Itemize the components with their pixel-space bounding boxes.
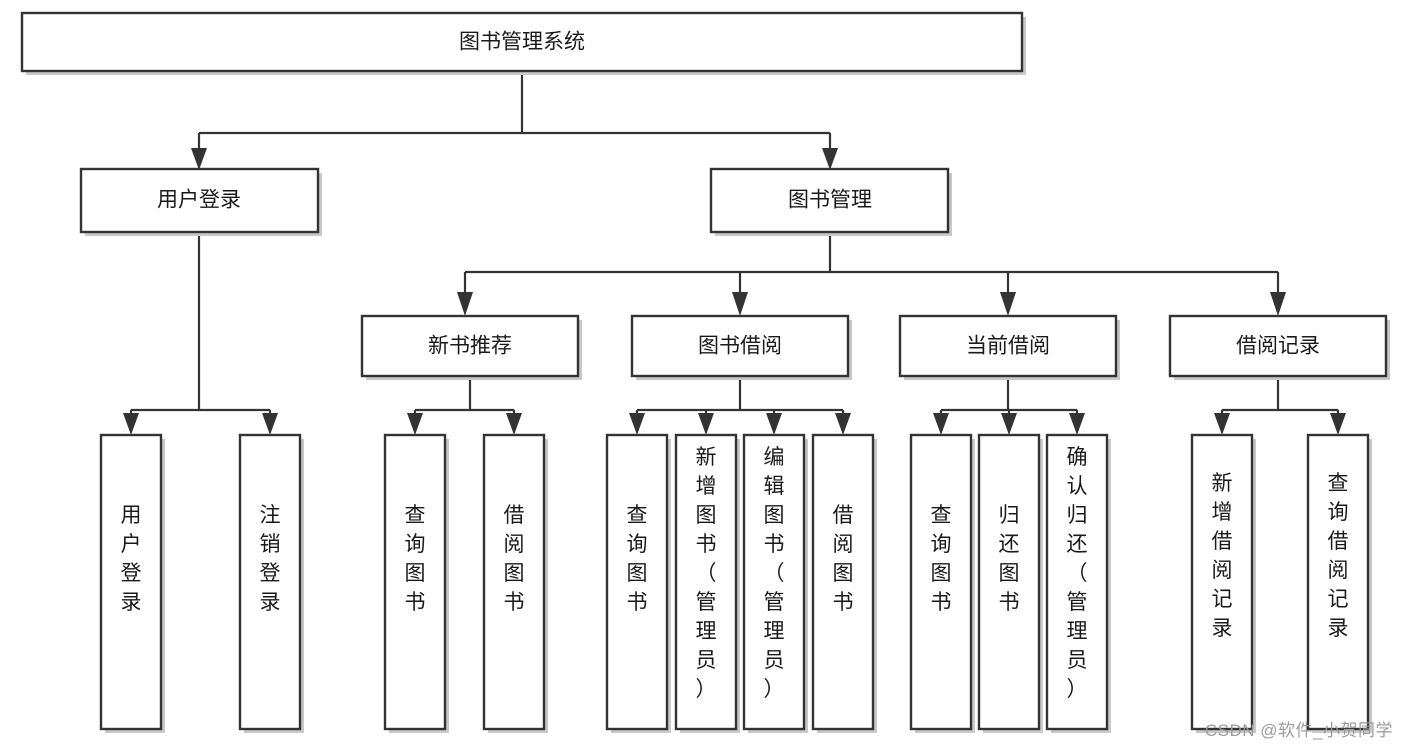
- edge-group-current-borrow: [933, 376, 1085, 435]
- arrow-to-current-borrow: [1000, 292, 1016, 316]
- node-current-borrow[interactable]: 当前借阅: [898, 314, 1120, 380]
- node-leaf-add-book-label: 新增图书（管理员）: [696, 446, 717, 701]
- edge-group-root: [191, 72, 838, 170]
- csdn-watermark: CSDN @软件_小贺同学: [1204, 721, 1393, 740]
- node-leaf-query-record-label: 查询借阅记录: [1328, 472, 1349, 640]
- arrow-to-leaf-borrow-book-1: [506, 413, 522, 435]
- node-leaf-add-record[interactable]: 新增借阅记录: [1190, 433, 1256, 733]
- arrow-to-borrow-record: [1270, 292, 1286, 316]
- arrow-to-leaf-add-record: [1214, 413, 1230, 435]
- arrow-root-to-book-manage: [822, 148, 838, 170]
- arrow-to-leaf-borrow-book-2: [835, 413, 851, 435]
- arrow-to-leaf-query-book-3: [933, 413, 949, 435]
- edge-group-user-login: [123, 232, 278, 435]
- node-borrow-record[interactable]: 借阅记录: [1168, 314, 1390, 380]
- node-leaf-logout-label: 注销登录: [260, 504, 281, 614]
- edge-group-new-book-recommend: [407, 376, 522, 435]
- node-root[interactable]: 图书管理系统: [20, 11, 1026, 75]
- node-book-manage[interactable]: 图书管理: [709, 167, 952, 236]
- arrow-to-book-borrow: [732, 292, 748, 316]
- node-leaf-return-book-label: 归还图书: [999, 504, 1020, 614]
- node-leaf-query-book-1[interactable]: 查询图书: [383, 433, 449, 733]
- node-leaf-borrow-book-1[interactable]: 借阅图书: [482, 433, 548, 733]
- node-leaf-add-record-label: 新增借阅记录: [1212, 472, 1233, 640]
- node-leaf-borrow-book-2[interactable]: 借阅图书: [811, 433, 877, 733]
- node-leaf-logout[interactable]: 注销登录: [238, 433, 304, 733]
- node-user-login-label: 用户登录: [157, 189, 241, 212]
- node-leaf-query-book-2[interactable]: 查询图书: [605, 433, 671, 733]
- node-leaf-confirm-return-label: 确认归还（管理员）: [1067, 446, 1088, 701]
- arrow-to-leaf-query-book-2: [629, 413, 645, 435]
- arrow-to-leaf-query-book-1: [407, 413, 423, 435]
- arrow-to-leaf-add-book: [698, 413, 714, 435]
- arrow-to-leaf-user-login: [123, 413, 139, 435]
- arrow-to-leaf-query-record: [1330, 413, 1346, 435]
- node-leaf-query-book-3[interactable]: 查询图书: [909, 433, 975, 733]
- node-book-borrow[interactable]: 图书借阅: [630, 314, 852, 380]
- arrow-to-leaf-edit-book: [766, 413, 782, 435]
- arrow-to-leaf-confirm-return: [1069, 413, 1085, 435]
- node-book-borrow-label: 图书借阅: [698, 335, 782, 358]
- node-leaf-confirm-return[interactable]: 确认归还（管理员）: [1045, 433, 1111, 733]
- node-new-book-recommend-label: 新书推荐: [428, 335, 512, 358]
- node-root-label: 图书管理系统: [459, 31, 585, 54]
- node-user-login[interactable]: 用户登录: [79, 167, 322, 236]
- node-leaf-user-login[interactable]: 用户登录: [99, 433, 165, 733]
- edge-group-borrow-record: [1214, 376, 1346, 435]
- node-leaf-query-record[interactable]: 查询借阅记录: [1306, 433, 1372, 733]
- node-leaf-return-book[interactable]: 归还图书: [977, 433, 1043, 733]
- node-new-book-recommend[interactable]: 新书推荐: [360, 314, 582, 380]
- node-leaf-add-book[interactable]: 新增图书（管理员）: [674, 433, 740, 733]
- node-leaf-edit-book-label: 编辑图书（管理员）: [764, 446, 785, 701]
- node-current-borrow-label: 当前借阅: [966, 335, 1050, 358]
- arrow-to-leaf-return-book: [1001, 413, 1017, 435]
- node-leaf-edit-book[interactable]: 编辑图书（管理员）: [742, 433, 808, 733]
- arrow-to-new-book-recommend: [457, 292, 473, 316]
- node-leaf-query-book-2-label: 查询图书: [627, 504, 648, 614]
- node-leaf-user-login-label: 用户登录: [121, 504, 142, 614]
- node-leaf-query-book-1-label: 查询图书: [405, 504, 426, 614]
- arrow-root-to-user-login: [191, 148, 207, 170]
- arrow-to-leaf-logout: [262, 413, 278, 435]
- edge-group-book-manage: [457, 232, 1286, 316]
- edge-group-book-borrow: [629, 376, 851, 435]
- node-borrow-record-label: 借阅记录: [1236, 335, 1320, 358]
- node-leaf-borrow-book-2-label: 借阅图书: [833, 504, 854, 614]
- node-leaf-query-book-3-label: 查询图书: [931, 504, 952, 614]
- node-book-manage-label: 图书管理: [788, 189, 872, 212]
- node-leaf-borrow-book-1-label: 借阅图书: [504, 504, 525, 614]
